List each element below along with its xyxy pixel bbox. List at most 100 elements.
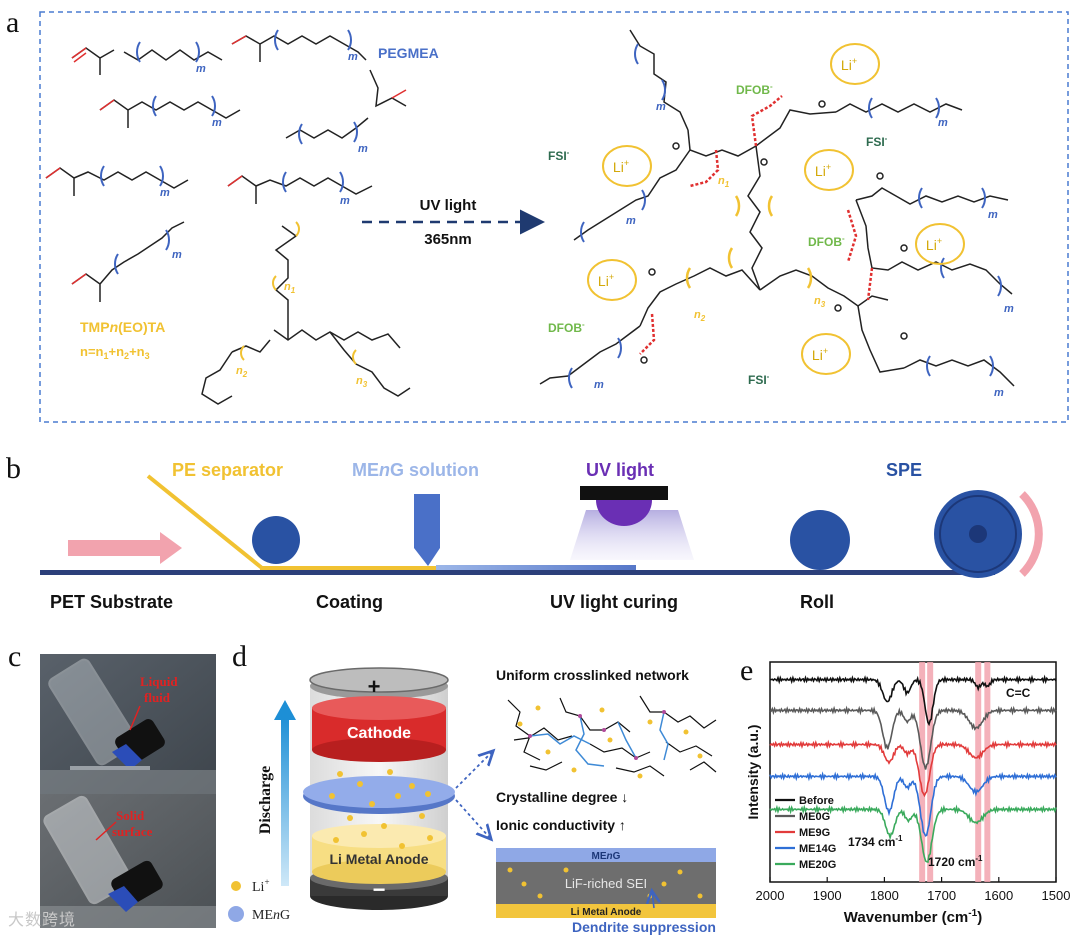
new-crosslink-bonds — [639, 95, 874, 355]
x-axis-label: Wavenumber (cm-1) — [844, 908, 982, 926]
panel-letter-b: b — [6, 452, 21, 485]
network-n-labels: n1 n2 n3 n1 n2 n3 — [236, 175, 826, 389]
x-tick-label: 1500 — [1042, 888, 1071, 903]
dfob-label: DFOB- — [808, 234, 845, 249]
x-tick-label: 2000 — [756, 888, 785, 903]
vial-top — [48, 658, 165, 770]
tmp-label: TMPn(EO)TA — [80, 319, 165, 335]
cathode-label: Cathode — [347, 725, 411, 742]
svg-text:Li+: Li+ — [613, 158, 629, 175]
dfob-label: DFOB- — [736, 82, 773, 97]
positive-terminal: + — [368, 674, 381, 699]
crystalline-degree-label: Crystalline degree ↓ — [496, 789, 628, 805]
svg-text:Li+: Li+ — [841, 56, 857, 73]
svg-text:m: m — [938, 117, 948, 129]
svg-text:fluid: fluid — [144, 690, 171, 705]
svg-text:m: m — [160, 187, 170, 199]
negative-terminal: − — [373, 877, 386, 902]
network-m-labels: m m m m m m m — [594, 101, 1014, 399]
svg-text:Li+: Li+ — [926, 236, 942, 253]
li-ion: Li+ — [801, 333, 851, 375]
svg-text:n3: n3 — [356, 375, 368, 389]
fsi-label: FSI- — [866, 134, 888, 149]
li-ion: Li+ — [602, 145, 652, 187]
uniform-network-blue-chains — [529, 711, 669, 767]
coating-label: Coating — [316, 592, 383, 612]
chart-frame — [769, 661, 1057, 883]
svg-text:n1: n1 — [284, 281, 296, 295]
legend-label: ME9G — [799, 827, 830, 839]
discharge-arrow-head — [274, 700, 296, 720]
li-legend-label: Li+ — [252, 877, 270, 895]
dendrite-suppression-label: Dendrite suppression — [572, 919, 716, 935]
sei-pointer — [455, 799, 490, 838]
svg-text:m: m — [358, 143, 368, 155]
svg-text:Liquid: Liquid — [140, 674, 178, 689]
series-line — [769, 674, 1057, 727]
li-ion-markers: Li+ Li+ Li+ Li+ Li+ Li+ — [587, 43, 965, 375]
legend-label: ME20G — [799, 859, 836, 871]
li-legend-dot — [231, 881, 241, 891]
sei-layer — [496, 862, 716, 904]
uv-curing-label: UV light curing — [550, 592, 678, 612]
series-line — [769, 705, 1057, 770]
svg-text:m: m — [626, 215, 636, 227]
pet-substrate-line — [40, 570, 995, 575]
panel-b-labels: PE separator MEnG solution UV light SPE … — [50, 460, 922, 612]
men-layer-label: MEnG — [592, 851, 621, 862]
network-pointer — [455, 752, 492, 789]
network-yellow-brackets — [685, 195, 813, 289]
pe-separator-label: PE separator — [172, 460, 283, 480]
uv-lamp-bulb — [596, 500, 652, 526]
svg-text:m: m — [196, 63, 206, 75]
men-layer — [496, 848, 716, 862]
cc-annotation: C=C — [1006, 686, 1031, 700]
svg-text:m: m — [1004, 303, 1014, 315]
uv-light-label: UV light — [420, 197, 477, 214]
li-anode-layer-label: Li Metal Anode — [571, 907, 642, 918]
x-tick-label: 1900 — [813, 888, 842, 903]
panel-c: Liquid fluid Solid surface — [40, 654, 216, 928]
separator-coating-strip — [260, 566, 440, 570]
svg-text:m: m — [172, 249, 182, 261]
svg-text:m: m — [594, 379, 604, 391]
spe-label: SPE — [886, 460, 922, 480]
panel-d: + Cathode Li Metal Anode − Discharge Li+ — [228, 667, 717, 935]
li-anode-layer — [496, 904, 716, 918]
x-tick-label: 1600 — [984, 888, 1013, 903]
discharge-label: Discharge — [257, 766, 274, 834]
uniform-network-sketch — [507, 695, 717, 777]
highlight-band — [975, 662, 982, 882]
crosslinked-network — [539, 29, 1015, 387]
svg-text:m: m — [212, 117, 222, 129]
panel-a: m m m m m m m PEGMEA TMPn(EO)TA n=n1+n2+… — [39, 11, 1069, 423]
legend-label: Before — [799, 795, 834, 807]
svg-text:surface: surface — [112, 824, 153, 839]
y-axis-label: Intensity (a.u.) — [745, 725, 761, 820]
panel-a-dashed-frame — [39, 11, 1069, 423]
svg-text:m: m — [656, 101, 666, 113]
men-legend-label: MEnG — [252, 908, 290, 923]
monomer-m-labels: m m m m m m m — [160, 51, 368, 261]
panel-b: PE separator MEnG solution UV light SPE … — [40, 460, 1043, 612]
svg-text:n2: n2 — [694, 309, 706, 323]
svg-text:m: m — [988, 209, 998, 221]
anion-labels: DFOB- DFOB- DFOB- FSI- FSI- FSI- — [548, 82, 888, 387]
roll-label: Roll — [800, 592, 834, 612]
coating-nozzle — [414, 494, 440, 566]
monomer-blue-brackets — [100, 29, 358, 275]
photo-annotations: Liquid fluid Solid surface — [112, 674, 178, 839]
vial-bottom — [43, 795, 163, 912]
li-ion: Li+ — [804, 149, 854, 191]
uv-beam — [570, 510, 694, 560]
legend-label: ME14G — [799, 843, 836, 855]
network-blue-brackets — [568, 43, 1002, 389]
pe-separator-feed — [146, 474, 264, 570]
guide-roller — [252, 516, 300, 564]
svg-text:n2: n2 — [236, 365, 248, 379]
monomer-yellow-marks — [240, 221, 357, 365]
fsi-label: FSI- — [548, 148, 570, 163]
